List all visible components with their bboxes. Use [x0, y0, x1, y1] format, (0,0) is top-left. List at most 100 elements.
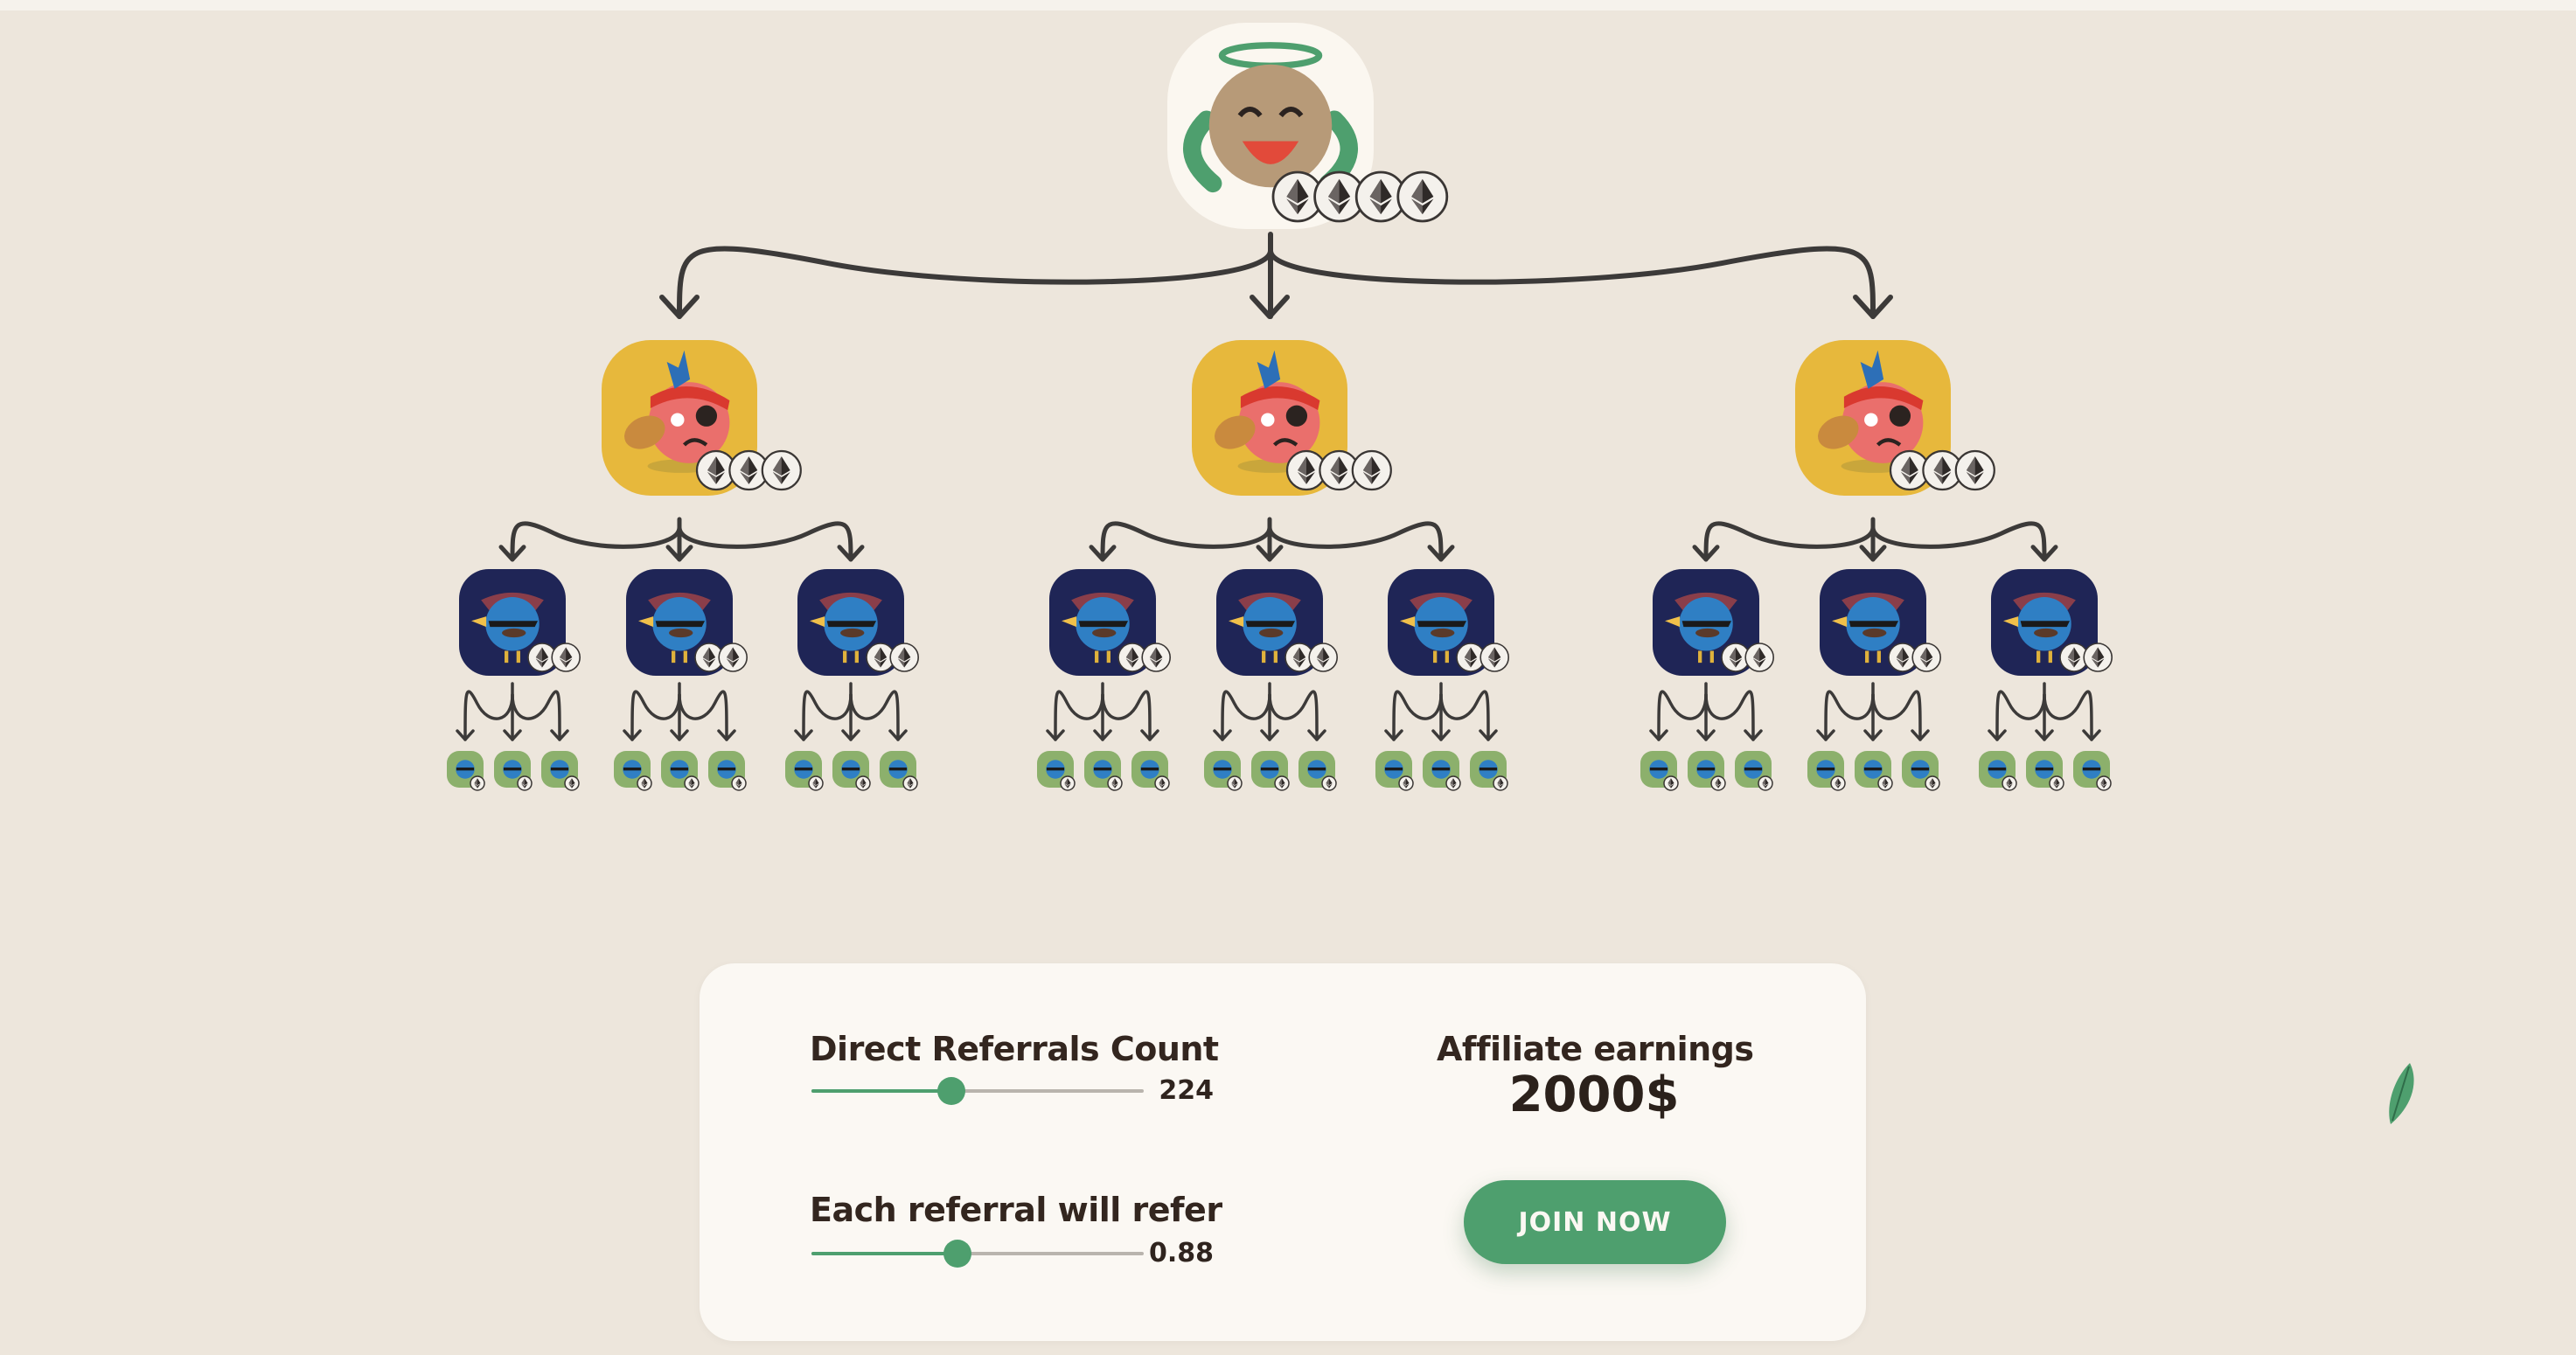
level2-branch-arrows-4 [1046, 682, 1159, 741]
root-node-angel-character [1167, 23, 1449, 229]
ethereum-coin-icon [2002, 775, 2017, 791]
direct-referrals-slider-thumb[interactable] [936, 1077, 965, 1105]
ethereum-coin-icon [2049, 775, 2064, 791]
ethereum-coin-icon [1274, 775, 1290, 791]
ethereum-coin-icon [855, 775, 871, 791]
affiliate-earnings-label: Affiliate earnings [1437, 1030, 1754, 1068]
ethereum-coin-icon [1117, 643, 1171, 672]
direct-referrals-label: Direct Referrals Count [810, 1030, 1219, 1068]
ethereum-coin-icon [902, 775, 918, 791]
ethereum-coin-icon [731, 775, 747, 791]
ethereum-coin-icon [694, 643, 748, 672]
direct-referrals-slider[interactable] [811, 1077, 1144, 1105]
ethereum-coin-icon [1107, 775, 1123, 791]
ethereum-coin-icon [517, 775, 533, 791]
level2-node-cowboy-character-8 [1820, 569, 1941, 676]
level1-branch-arrows-2 [1089, 517, 1455, 562]
ethereum-coin-icon [1663, 775, 1679, 791]
level3-node-small-character-3 [541, 751, 580, 791]
level3-node-small-character-12 [1131, 751, 1170, 791]
level3-node-small-character-8 [832, 751, 871, 791]
ethereum-coin-icon [1227, 775, 1243, 791]
level3-node-small-character-4 [614, 751, 652, 791]
each-referral-label: Each referral will refer [810, 1191, 1222, 1229]
level2-node-cowboy-character-7 [1653, 569, 1774, 676]
level3-node-small-character-25 [1979, 751, 2017, 791]
ethereum-coin-icon [1877, 775, 1893, 791]
ethereum-coin-icon [1398, 775, 1414, 791]
ethereum-coin-icon [1060, 775, 1076, 791]
ethereum-coin-icon [1710, 775, 1726, 791]
level3-node-small-character-23 [1855, 751, 1893, 791]
ethereum-coin-icon [808, 775, 824, 791]
level3-node-small-character-17 [1423, 751, 1461, 791]
level2-node-cowboy-character-2 [626, 569, 748, 676]
direct-referrals-value: 224 [1159, 1075, 1214, 1106]
level3-node-small-character-6 [708, 751, 747, 791]
ethereum-coin-icon [695, 449, 802, 491]
level3-node-small-character-24 [1902, 751, 1940, 791]
level2-branch-arrows-1 [456, 682, 569, 741]
level2-node-cowboy-character-5 [1216, 569, 1338, 676]
level3-node-small-character-5 [661, 751, 700, 791]
ethereum-coin-icon [1285, 643, 1338, 672]
level3-node-small-character-7 [785, 751, 824, 791]
root-branch-arrows [659, 232, 1893, 319]
ethereum-coin-icon [1154, 775, 1170, 791]
ethereum-coin-icon [2059, 643, 2113, 672]
ethereum-coin-icon [1271, 170, 1449, 223]
level1-node-pirate-character-2 [1192, 340, 1392, 496]
ethereum-coin-icon [1445, 775, 1461, 791]
level1-branch-arrows-3 [1692, 517, 2058, 562]
level3-node-small-character-15 [1298, 751, 1337, 791]
ethereum-coin-icon [866, 643, 919, 672]
level3-node-small-character-10 [1037, 751, 1076, 791]
level2-branch-arrows-3 [794, 682, 908, 741]
ethereum-coin-icon [2096, 775, 2112, 791]
level3-node-small-character-22 [1807, 751, 1846, 791]
ethereum-coin-icon [1285, 449, 1392, 491]
affiliate-earnings-value: 2000$ [1508, 1067, 1680, 1123]
ethereum-coin-icon [470, 775, 485, 791]
join-now-button[interactable]: JOIN NOW [1464, 1180, 1726, 1264]
level3-node-small-character-14 [1251, 751, 1290, 791]
level3-node-small-character-27 [2073, 751, 2112, 791]
level1-node-pirate-character-1 [602, 340, 802, 496]
level3-node-small-character-13 [1204, 751, 1243, 791]
ethereum-coin-icon [1721, 643, 1774, 672]
top-edge [0, 0, 2576, 10]
ethereum-coin-icon [637, 775, 652, 791]
level2-branch-arrows-5 [1213, 682, 1326, 741]
level2-node-cowboy-character-9 [1991, 569, 2113, 676]
ethereum-coin-icon [564, 775, 580, 791]
each-referral-slider[interactable] [811, 1240, 1144, 1268]
level2-node-cowboy-character-4 [1049, 569, 1171, 676]
ethereum-coin-icon [1889, 449, 1995, 491]
level3-node-small-character-26 [2026, 751, 2064, 791]
level2-branch-arrows-2 [623, 682, 736, 741]
level3-node-small-character-9 [880, 751, 918, 791]
level3-node-small-character-20 [1688, 751, 1726, 791]
level2-node-cowboy-character-3 [797, 569, 919, 676]
level3-node-small-character-1 [447, 751, 485, 791]
level3-node-small-character-18 [1470, 751, 1508, 791]
level2-branch-arrows-8 [1816, 682, 1930, 741]
ethereum-coin-icon [1925, 775, 1940, 791]
ethereum-coin-icon [1321, 775, 1337, 791]
ethereum-coin-icon [1456, 643, 1509, 672]
level3-node-small-character-2 [494, 751, 533, 791]
level2-branch-arrows-9 [1988, 682, 2101, 741]
level2-branch-arrows-6 [1384, 682, 1498, 741]
direct-referrals-slider-fill [811, 1089, 951, 1093]
ethereum-coin-icon [1830, 775, 1846, 791]
level3-node-small-character-19 [1640, 751, 1679, 791]
ethereum-coin-icon [1888, 643, 1941, 672]
each-referral-slider-thumb[interactable] [943, 1240, 972, 1268]
level2-node-cowboy-character-1 [459, 569, 581, 676]
ethereum-coin-icon [684, 775, 700, 791]
level1-node-pirate-character-3 [1795, 340, 1995, 496]
leaf-icon [2389, 1063, 2414, 1124]
affiliate-calculator-card: Direct Referrals Count 224 Each referral… [700, 963, 1866, 1341]
level3-node-small-character-11 [1084, 751, 1123, 791]
ethereum-coin-icon [1493, 775, 1508, 791]
